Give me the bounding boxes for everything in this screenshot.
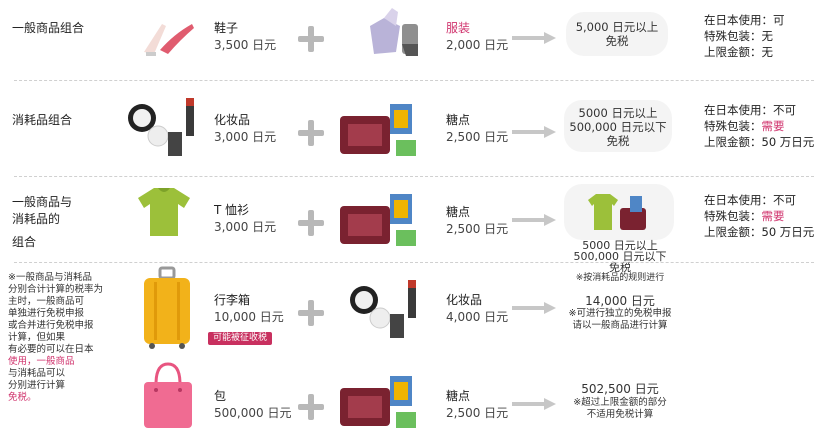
plus-icon — [298, 300, 324, 326]
shoes-image — [140, 14, 196, 58]
suitcase-image — [140, 266, 194, 350]
arrow-icon — [512, 214, 556, 226]
divider — [14, 176, 814, 177]
snacks-image — [334, 368, 426, 436]
cosmetics-image — [124, 96, 204, 160]
note-text: ※一般商品与消耗品分别合计计算的税率为主时，一般商品可 单独进行免税申报或合并进… — [8, 272, 104, 403]
result-4: 14,000 日元※可进行独立的免税申报请以一般商品进行计算 — [568, 294, 672, 331]
divider — [14, 262, 814, 263]
result-cloud-1 — [566, 12, 668, 56]
cosmetics-image — [346, 278, 426, 342]
result-1: 5,000 日元以上免税 — [575, 20, 659, 48]
result-cloud-2 — [564, 100, 672, 152]
info-2: 在日本使用：不可 特殊包装：需要 上限金额：50 万日元 — [704, 103, 815, 149]
row-label-2: 消耗品组合 — [12, 113, 73, 127]
handbag-image — [140, 362, 196, 432]
arrow-icon — [512, 302, 556, 314]
plus-icon — [298, 210, 324, 236]
clothes-image — [356, 6, 426, 64]
tax-tag: 可能被征收税 — [208, 332, 273, 345]
snacks-image — [334, 96, 426, 164]
plus-icon — [298, 26, 324, 52]
tshirt-image — [136, 186, 192, 238]
divider — [14, 80, 814, 81]
snacks-image — [334, 186, 426, 254]
plus-icon — [298, 120, 324, 146]
info-1: 在日本使用：可 特殊包装：无 上限金额：无 — [704, 13, 785, 59]
arrow-icon — [512, 32, 556, 44]
row-label-1: 一般商品组合 — [12, 21, 85, 35]
info-3: 在日本使用：不可 特殊包装：需要 上限金额：50 万日元 — [704, 193, 815, 239]
plus-icon — [298, 394, 324, 420]
result-cloud-3 — [564, 184, 674, 240]
arrow-icon — [512, 398, 556, 410]
row-label-3: 一般商品与消耗品的组合 — [12, 195, 73, 249]
result-5: 502,500 日元※超过上限金额的部分不适用免税计算 — [573, 382, 667, 420]
arrow-icon — [512, 126, 556, 138]
combined-items-image — [588, 190, 650, 234]
